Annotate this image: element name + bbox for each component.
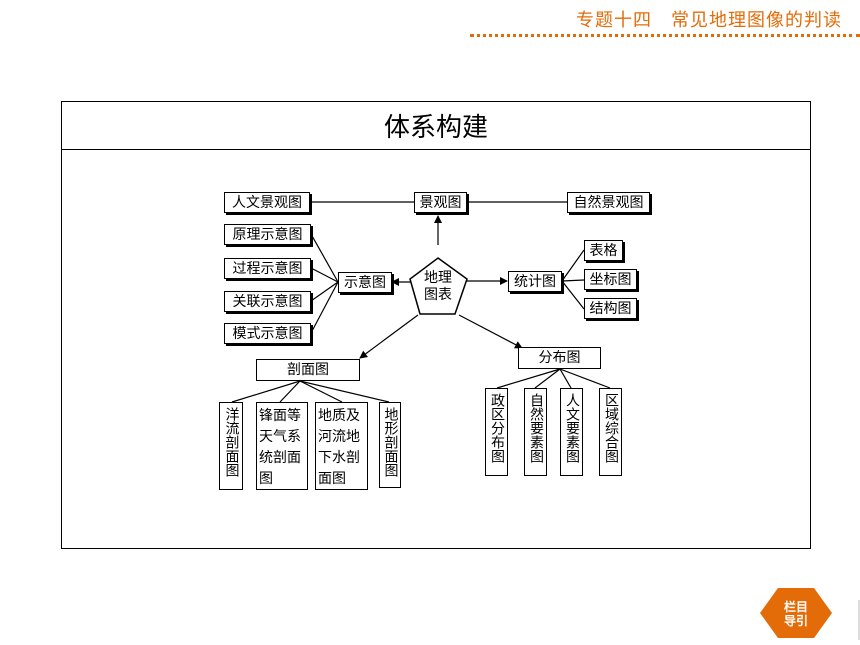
edge-schematic-4 xyxy=(310,281,339,334)
center-label: 地理 图表 xyxy=(416,270,460,304)
node-schematic-hub: 示意图 xyxy=(338,272,392,293)
node-distribution-1-text: 政区分布图 xyxy=(489,393,505,463)
node-human-landscape: 人文景观图 xyxy=(224,192,310,213)
node-distribution-3-text: 人文要素图 xyxy=(564,393,580,463)
edge-section-1 xyxy=(231,380,301,403)
page-header-title: 专题十四 常见地理图像的判读 xyxy=(576,10,842,31)
edge-schematic-2 xyxy=(310,267,339,283)
nav-button-label[interactable]: 栏目 导引 xyxy=(783,600,808,628)
nav-button-shape xyxy=(760,588,832,638)
node-distribution-4-text: 区域综合图 xyxy=(603,393,619,463)
center-label-line1: 地理 xyxy=(424,270,452,286)
node-stat-1: 表格 xyxy=(584,240,623,261)
node-section-2: 锋面等天气系统剖面图 xyxy=(256,402,308,490)
node-distribution-2: 自然要素图 xyxy=(524,388,547,476)
node-section-1: 洋流剖面图 xyxy=(219,402,243,490)
page-edge-strip xyxy=(858,600,860,640)
panel-title: 体系构建 xyxy=(62,102,810,150)
edge-stat-2 xyxy=(561,279,585,282)
edge-section-3 xyxy=(299,380,343,403)
node-section-4-text: 地形剖面图 xyxy=(382,407,399,477)
node-distribution-1: 政区分布图 xyxy=(485,388,508,476)
edge-schematic-1 xyxy=(310,233,339,283)
edge-stat-3 xyxy=(561,280,585,310)
header-dotted-rule xyxy=(470,34,860,37)
node-stat-2: 坐标图 xyxy=(584,269,637,290)
node-schematic-2: 过程示意图 xyxy=(224,258,311,279)
center-pentagon xyxy=(409,257,468,315)
node-stat-3: 结构图 xyxy=(584,298,637,319)
node-distribution-2-text: 自然要素图 xyxy=(528,393,544,463)
edge-stat-1 xyxy=(561,249,585,282)
node-natural-landscape: 自然景观图 xyxy=(567,192,650,213)
edge-distribution-2 xyxy=(534,368,561,389)
node-distribution-hub: 分布图 xyxy=(518,347,601,369)
edge-distribution-1 xyxy=(496,368,561,389)
edge-section-4 xyxy=(299,380,390,403)
nav-button[interactable] xyxy=(760,588,832,638)
edge-distribution-4 xyxy=(559,368,611,389)
node-section-1-text: 洋流剖面图 xyxy=(223,407,240,477)
node-section-hub: 剖面图 xyxy=(256,359,360,381)
node-schematic-4: 模式示意图 xyxy=(224,323,311,344)
diagram-panel: 体系构建 xyxy=(61,101,811,549)
node-schematic-1: 原理示意图 xyxy=(224,224,311,245)
node-section-3: 地质及河流地下水剖面图 xyxy=(315,402,368,490)
node-distribution-4: 区域综合图 xyxy=(599,388,622,476)
node-schematic-3: 关联示意图 xyxy=(224,291,311,312)
node-distribution-3: 人文要素图 xyxy=(560,388,583,476)
node-stat-hub: 统计图 xyxy=(508,271,562,292)
node-landscape: 景观图 xyxy=(414,192,467,213)
node-section-4: 地形剖面图 xyxy=(379,402,401,488)
edge-section-2 xyxy=(279,380,301,403)
edge-schematic-3 xyxy=(310,281,339,302)
edge-center-distribution xyxy=(458,314,523,349)
edge-distribution-3 xyxy=(559,368,572,389)
edge-center-section xyxy=(359,314,419,359)
center-label-line2: 图表 xyxy=(424,287,452,303)
